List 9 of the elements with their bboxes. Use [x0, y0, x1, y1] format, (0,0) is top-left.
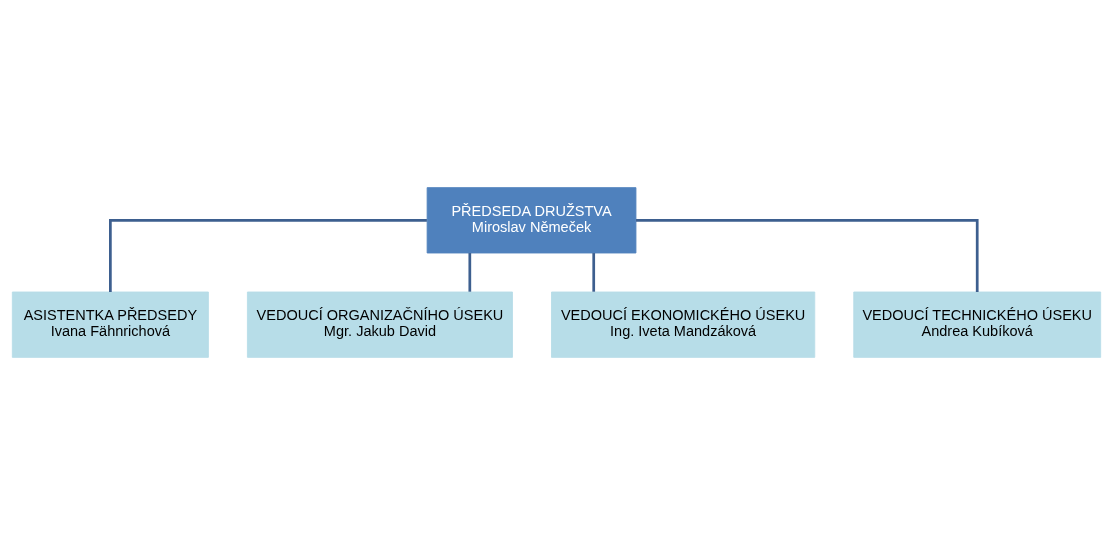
connector — [592, 253, 596, 292]
node-box: PŘEDSEDA DRUŽSTVA Miroslav Němeček — [426, 187, 637, 254]
node-box: VEDOUCÍ ORGANIZAČNÍHO ÚSEKU Mgr. Jakub David — [246, 291, 513, 358]
connector — [636, 218, 979, 292]
connector — [468, 253, 472, 292]
node-box: VEDOUCÍ TECHNICKÉHO ÚSEKU Andrea Kubíková — [853, 291, 1102, 358]
node-box: ASISTENTKA PŘEDSEDY Ivana Fähnrichová — [11, 291, 209, 358]
node-box: VEDOUCÍ EKONOMICKÉHO ÚSEKU Ing. Iveta Mandzáková — [551, 291, 816, 358]
connector — [109, 218, 427, 292]
